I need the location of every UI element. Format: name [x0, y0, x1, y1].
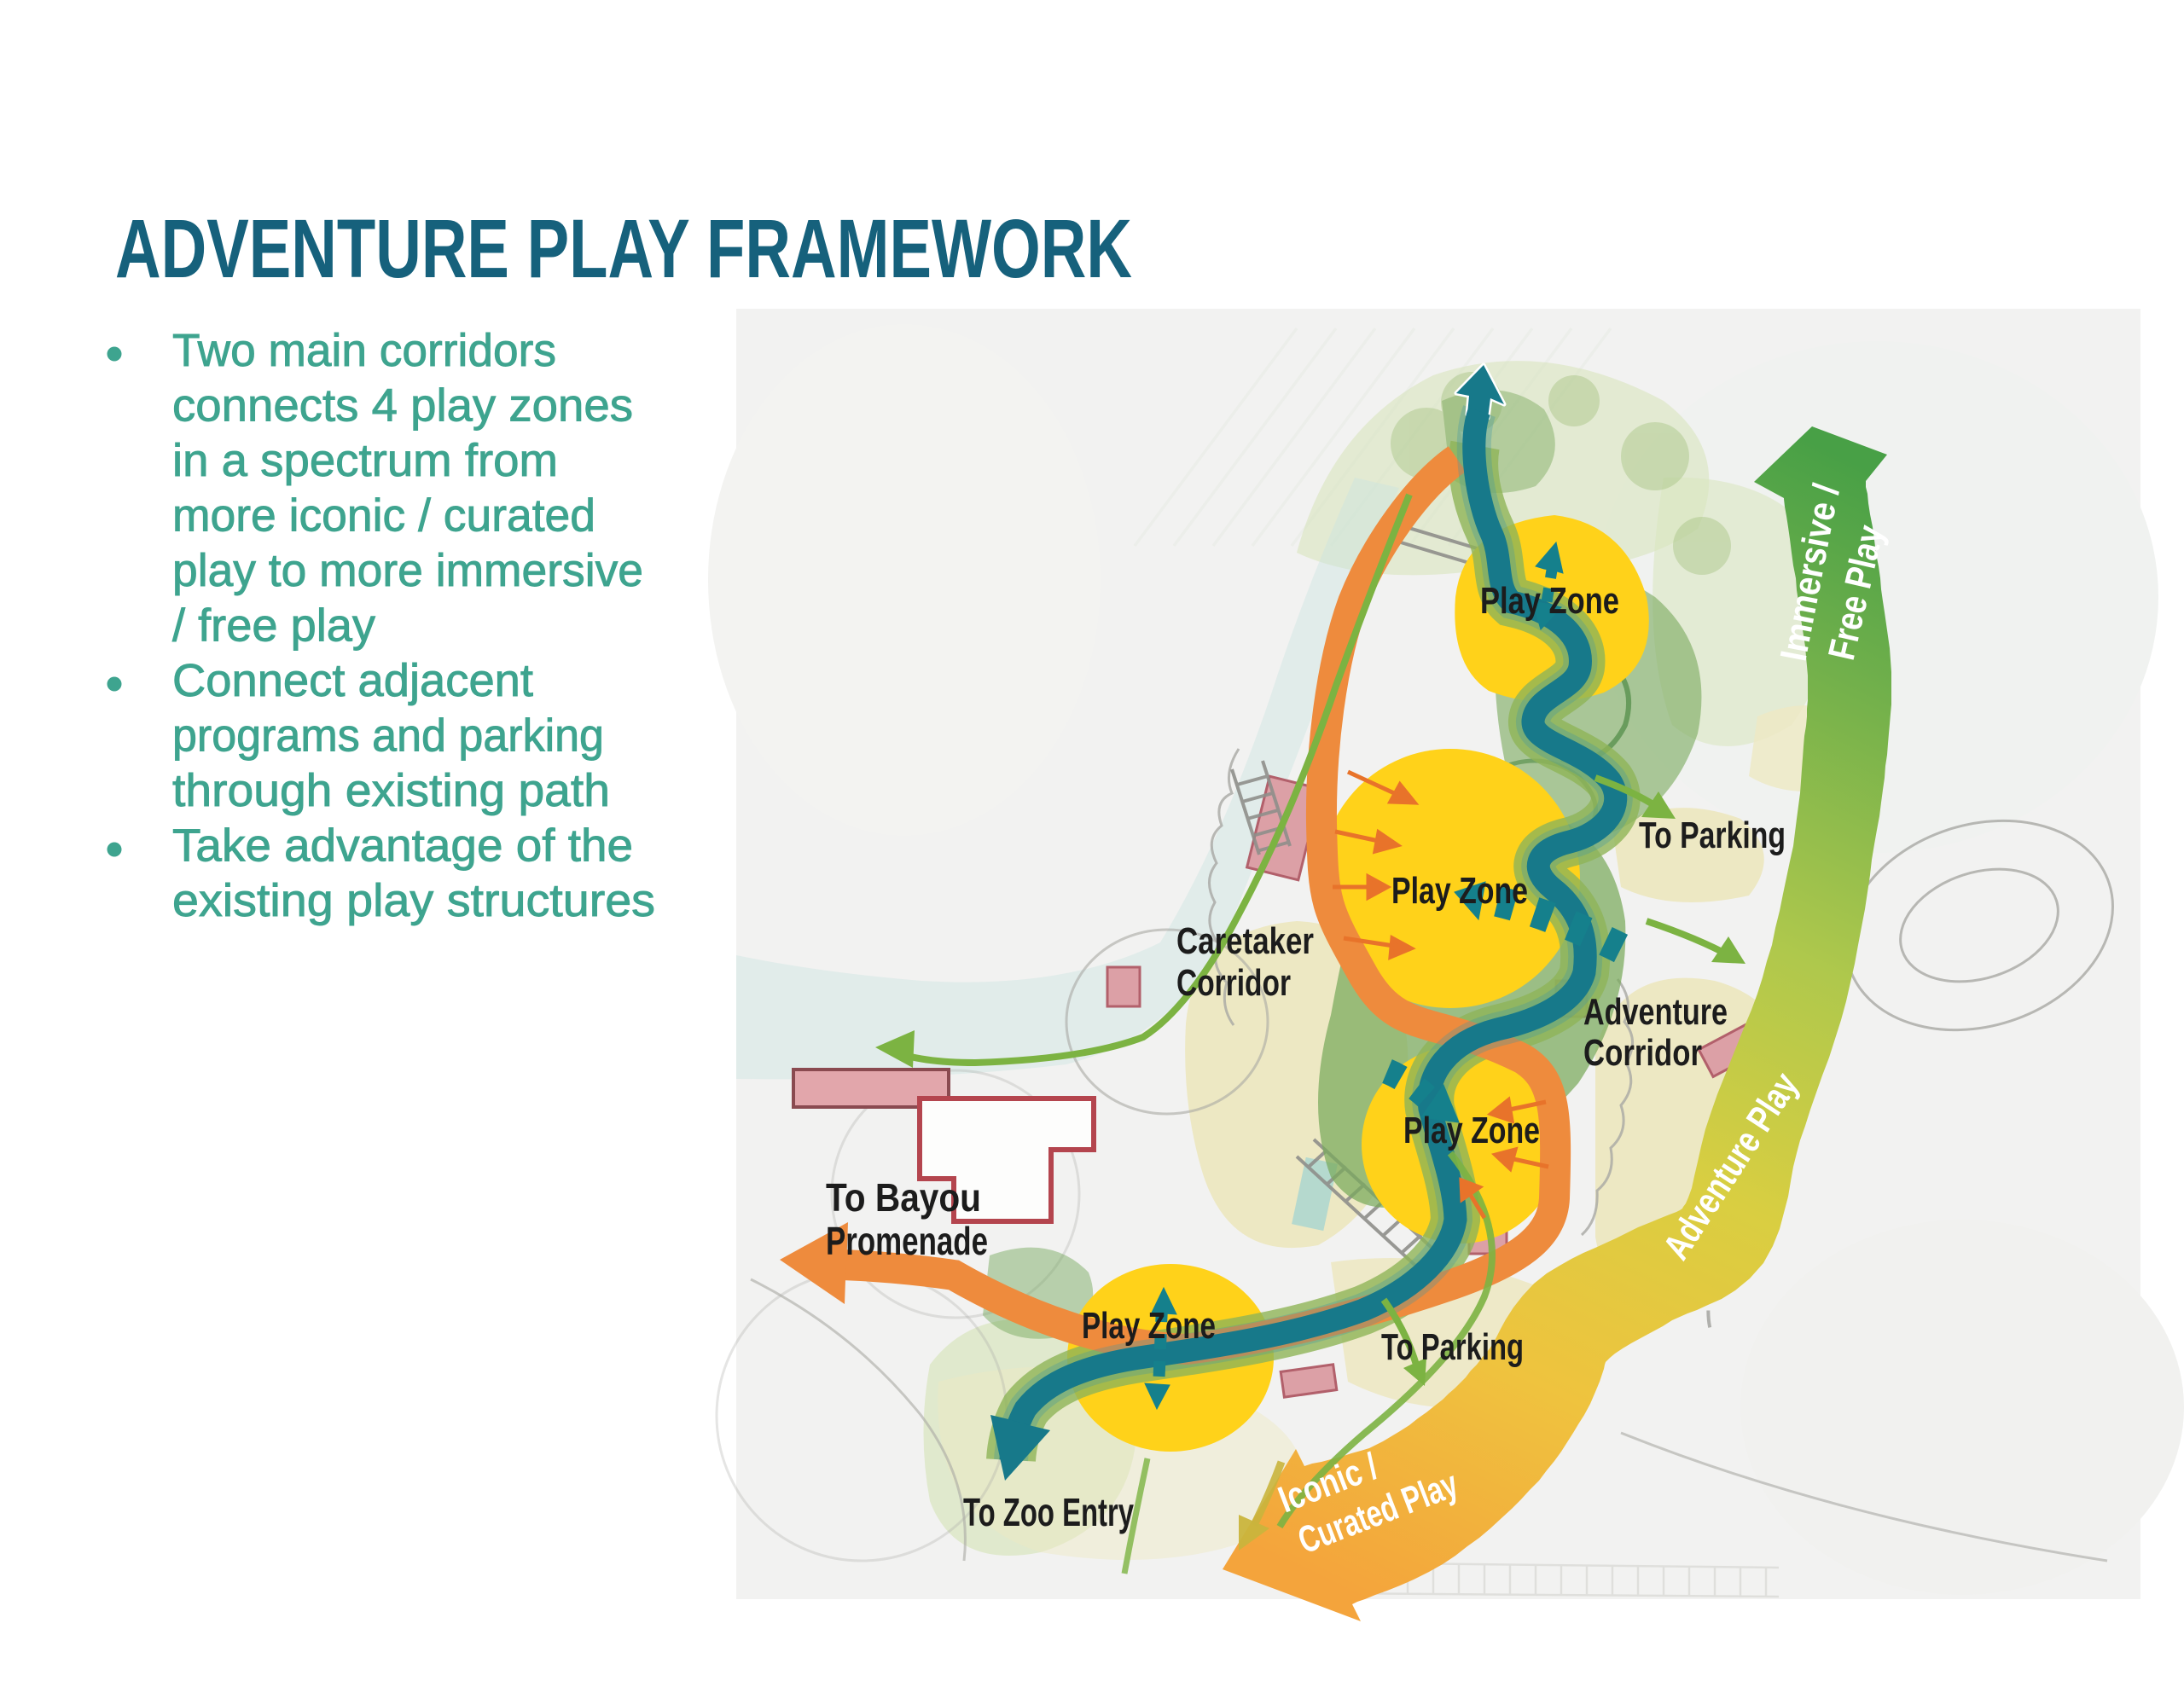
- svg-text:connects 4 play zones: connects 4 play zones: [172, 380, 633, 432]
- svg-text:existing play structures: existing play structures: [172, 875, 655, 926]
- svg-text:more iconic / curated: more iconic / curated: [172, 490, 595, 542]
- svg-text:Play Zone: Play Zone: [1480, 580, 1619, 622]
- svg-text:Corridor: Corridor: [1176, 962, 1291, 1004]
- svg-text:Play Zone: Play Zone: [1391, 870, 1528, 912]
- svg-text:/ free play: / free play: [172, 600, 375, 652]
- svg-text:Connect adjacent: Connect adjacent: [172, 655, 533, 706]
- svg-text:Caretaker: Caretaker: [1176, 920, 1314, 962]
- svg-text:play to more immersive: play to more immersive: [172, 545, 643, 596]
- svg-text:ADVENTURE PLAY FRAMEWORK: ADVENTURE PLAY FRAMEWORK: [115, 202, 1132, 295]
- svg-text:To Zoo Entry: To Zoo Entry: [963, 1490, 1134, 1534]
- svg-text:Adventure: Adventure: [1583, 991, 1728, 1033]
- svg-text:To Parking: To Parking: [1639, 815, 1786, 856]
- svg-text:Play Zone: Play Zone: [1082, 1305, 1216, 1347]
- svg-text:To Parking: To Parking: [1381, 1326, 1524, 1368]
- svg-text:To Bayou: To Bayou: [826, 1175, 981, 1220]
- svg-text:Promenade: Promenade: [826, 1219, 988, 1263]
- svg-text:programs and parking: programs and parking: [172, 710, 604, 762]
- svg-text:in a spectrum from: in a spectrum from: [172, 435, 558, 486]
- svg-text:Play Zone: Play Zone: [1403, 1110, 1540, 1151]
- svg-text:Take advantage of the: Take advantage of the: [172, 820, 633, 872]
- svg-text:Corridor: Corridor: [1583, 1032, 1702, 1074]
- svg-text:Two main corridors: Two main corridors: [172, 325, 556, 376]
- svg-text:through existing path: through existing path: [172, 765, 610, 816]
